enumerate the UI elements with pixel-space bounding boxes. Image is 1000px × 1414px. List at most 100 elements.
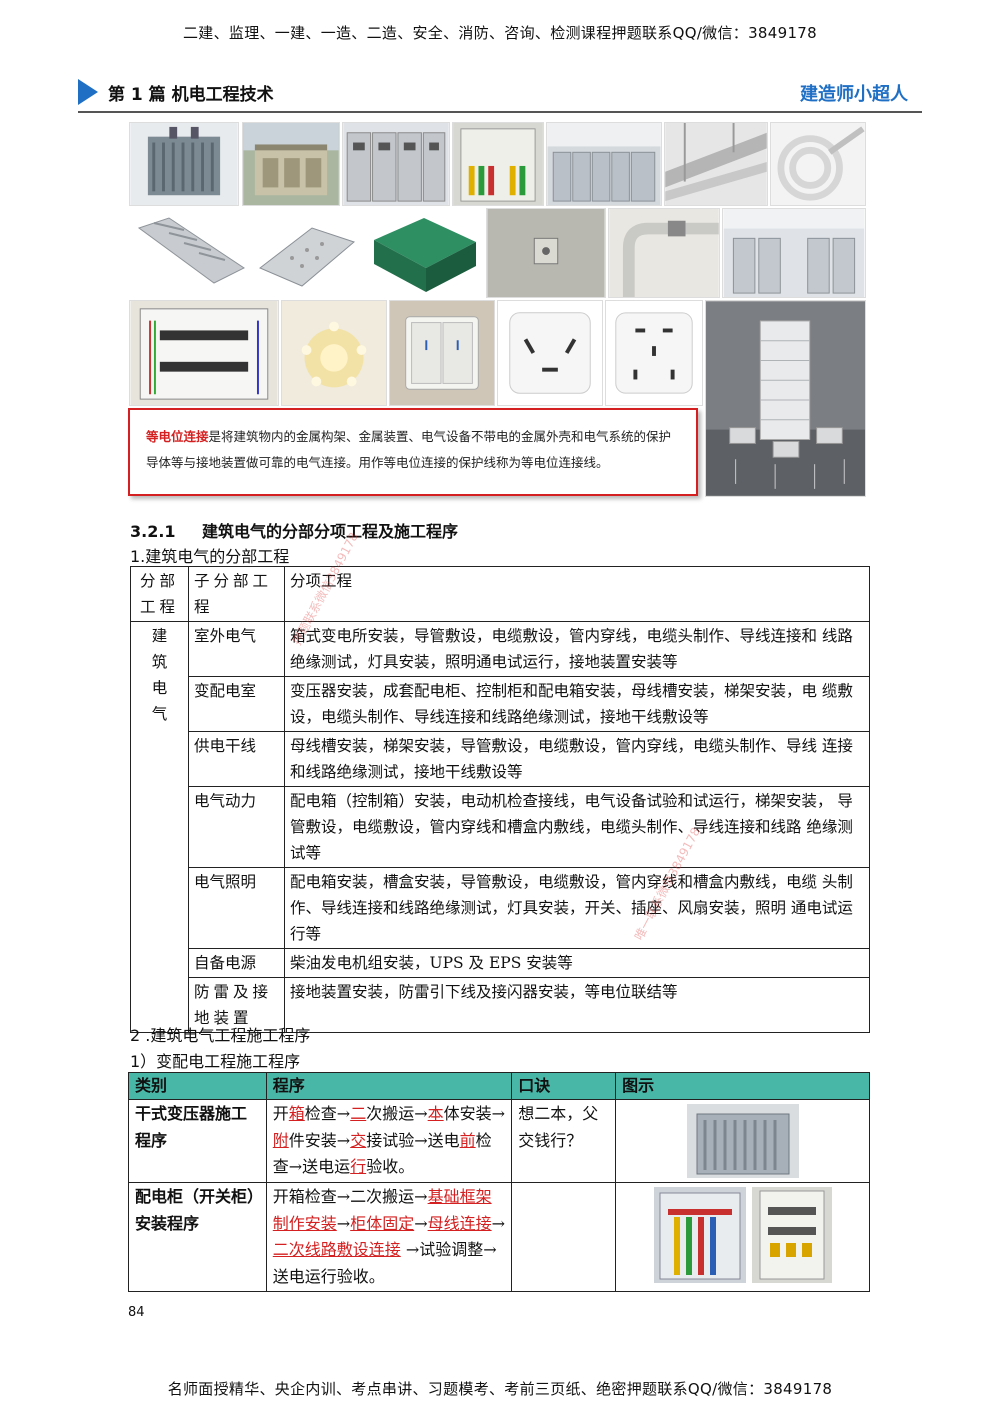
division-name: 建筑电气 [151,627,168,723]
procedure-text: 检查→送电运 [272,1130,492,1177]
photo-chandelier [281,300,387,406]
table-row: 变配电室 变压器安装，成套配电柜、控制柜和配电箱安装，母线槽安装，梯架安装，电 … [131,676,870,732]
photo-dry-transformer [686,1104,799,1178]
header-category: 类别 [128,1072,267,1100]
procedure-text: 开箱检查→二次搬运→ [272,1187,428,1206]
header-items: 分项工程 [284,566,870,622]
photo-switchgear-row [342,122,450,206]
header-division: 分部工程 [130,566,189,622]
sub-division-cell: 变配电室 [188,676,285,732]
table-header-row: 分部工程 子分部工程 分项工程 [130,566,870,622]
sub-division-cell: 自备电源 [188,948,285,978]
division-works-table: 分部工程 子分部工程 分项工程 建筑电气 室外电气 箱式变电所安装，导管敷设，电… [130,566,870,1033]
chapter-header: 第 1 篇 机电工程技术 建造师小超人 [78,78,922,108]
items-cell: 变压器安装，成套配电柜、控制柜和配电箱安装，母线槽安装，梯架安装，电 缆敷设，电… [284,676,870,732]
items-cell: 母线槽安装，梯架安装，导管敷设，电缆敷设，管内穿线，电缆头制作、导线 连接和线路… [284,731,870,787]
items-cell: 接地装置安装，防雷引下线及接闪器安装，等电位联结等 [284,977,870,1033]
triangle-right-icon [78,79,98,105]
photo-building-grounding-model [705,300,866,497]
illustration-pair [620,1187,865,1283]
photo-switchroom [546,122,662,206]
photo-socket-five-hole [605,300,703,406]
procedure-keyword: 行 [350,1157,367,1176]
photo-oil-transformer [129,122,239,206]
photo-wall-switch [389,300,495,406]
category-cell: 干式变压器施工程序 [128,1099,267,1183]
procedure-keyword: 柜体固定 [350,1213,415,1233]
procedure-text: 次搬运→ [366,1104,428,1123]
sub-division-cell: 室外电气 [188,621,285,677]
subheading-procedure: 2 .建筑电气工程施工程序 [130,1026,311,1045]
illustration-cell [615,1182,870,1292]
sub-division-cell: 电气照明 [188,867,285,949]
procedure-text: → [414,1213,428,1233]
division-cell: 建筑电气 [130,621,189,1033]
photo-ladder-tray [129,208,249,298]
procedure-keyword: 母线连接 [427,1213,492,1233]
table-row: 配电柜（开关柜）安装程序 开箱检查→二次搬运→基础框架制作安装→柜体固定→母线连… [128,1182,870,1292]
photo-cabinet-open [751,1187,832,1283]
items-cell: 柴油发电机组安装，UPS 及 EPS 安装等 [284,948,870,978]
table-row: 防雷及接地装置 接地装置安装，防雷引下线及接闪器安装，等电位联结等 [131,977,870,1033]
procedure-keyword: 基础框架制作安装 [272,1187,492,1233]
sub-division-cell: 供电干线 [188,731,285,787]
chapter-title: 第 1 篇 机电工程技术 [108,85,274,105]
page-number: 84 [128,1305,145,1320]
procedure-keyword: 交 [350,1130,367,1150]
illustration-cell [615,1099,870,1183]
substation-procedure-table: 类别 程序 口诀 图示 干式变压器施工程序 开箱检查→二次搬运→ 本体安装→ 附件安… [128,1072,870,1292]
mnemonic-cell [511,1182,617,1292]
photo-distribution-box-wiring [129,300,279,406]
header-mnemonic: 口诀 [511,1072,617,1100]
procedure-text: → [491,1213,506,1233]
procedure-text: 接试验→送电 [366,1130,460,1150]
photo-perforated-tray [252,208,362,298]
table-row: 自备电源 柴油发电机组安装，UPS 及 EPS 安装等 [131,948,870,978]
header-illustration: 图示 [615,1072,870,1100]
procedure-text: 验收。 [366,1157,415,1176]
header-sub-division: 子分部工程 [188,566,285,622]
equipotential-keyword: 等电位连接 [146,429,209,444]
sub-division-cell: 电气动力 [188,786,285,868]
bottom-banner: 名师面授精华、央企内训、考点串讲、习题模考、考前三页纸、绝密押题联系QQ/微信：… [167,1380,833,1398]
procedure-text: 开 [272,1104,289,1123]
table-header-row: 类别 程序 口诀 图示 [128,1072,870,1100]
sub-division-cell: 防雷及接地装置 [188,977,285,1033]
category-cell: 配电柜（开关柜）安装程序 [128,1182,267,1292]
procedure-keyword: 二次线路敷设连接 [272,1240,401,1259]
photo-green-trunking [364,208,484,298]
top-banner: 二建、监理、一建、一造、二造、安全、消防、咨询、检测课程押题联系QQ/微信：38… [183,24,817,42]
photo-distribution-room [722,208,866,298]
section-number: 3.2.1 [130,522,176,541]
photo-cable-tray-ceiling [664,122,768,206]
procedure-text: →试验调整→送电运行验收。 [272,1240,497,1286]
table-row: 电气动力 配电箱（控制箱）安装，电动机检查接线，电气设备试验和试运行，梯架安装，… [131,786,870,868]
procedure-text: 件安装→ [288,1130,351,1150]
photo-conduit-bend [608,208,720,298]
procedure-text: → [336,1213,351,1233]
photo-box-substation [242,122,340,206]
table-row: 电气照明 配电箱安装，槽盒安装，导管敷设，电缆敷设，管内穿线和槽盒内敷线，电缆 … [131,867,870,949]
procedure-keyword: 前 [459,1130,476,1150]
photo-cabinet-busbar [653,1187,746,1283]
mnemonic-cell: 想二本，父交钱行？ [511,1099,617,1183]
procedure-cell: 开箱检查→二次搬运→基础框架制作安装→柜体固定→母线连接→二次线路敷设连接 →试… [265,1182,513,1292]
subheading-division-works: 1.建筑电气的分部工程 [130,547,290,566]
procedure-keyword: 本 [427,1104,444,1123]
procedure-text: 体安装→ [443,1104,506,1123]
procedure-keyword: 箱 [288,1104,305,1123]
equipotential-text: 是将建筑物内的金属构架、金属装置、电气设备不带电的金属外壳和电气系统的保护导体等… [146,429,672,470]
procedure-keyword: 二 [350,1104,367,1123]
table-row: 干式变压器施工程序 开箱检查→二次搬运→本体安装→附件安装→交接试验→送电前检查… [128,1099,870,1183]
photo-cable-roll [770,122,866,206]
items-cell: 箱式变电所安装，导管敷设，电缆敷设，管内穿线，电缆头制作、导线连接和 线路绝缘测… [284,621,870,677]
items-cell: 配电箱安装，槽盒安装，导管敷设，电缆敷设，管内穿线和槽盒内敷线，电缆 头制作、导… [284,867,870,949]
procedure-keyword: 附 [272,1130,289,1150]
equipotential-definition-box: 等电位连接是将建筑物内的金属构架、金属装置、电气设备不带电的金属外壳和电气系统的… [128,408,698,496]
photo-wall-conduit-box [486,208,606,298]
header-procedure: 程序 [265,1072,513,1100]
table-row: 建筑电气 室外电气 箱式变电所安装，导管敷设，电缆敷设，管内穿线，电缆头制作、导… [130,621,870,1033]
items-cell: 配电箱（控制箱）安装，电动机检查接线，电气设备试验和试运行，梯架安装， 导管敷设… [284,786,870,868]
procedure-cell: 开箱检查→二次搬运→本体安装→附件安装→交接试验→送电前检查→送电运行验收。 [265,1099,513,1183]
